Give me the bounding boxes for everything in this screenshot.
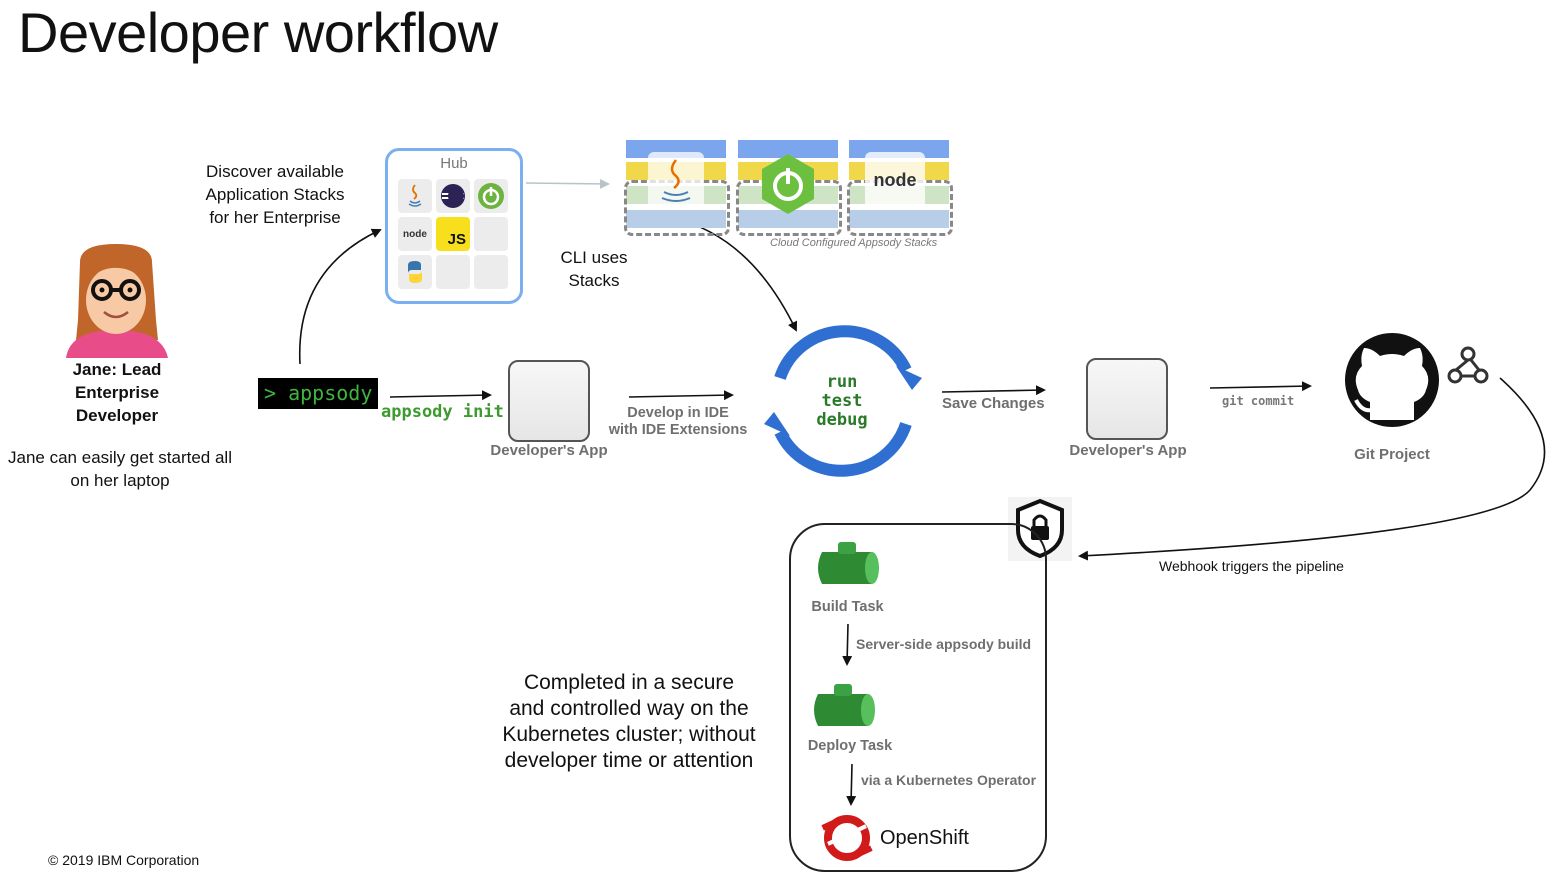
java-icon (661, 159, 691, 202)
node-stack[interactable]: node (847, 140, 953, 236)
node-icon[interactable]: node (398, 217, 432, 251)
cli-line: CLI uses (560, 248, 628, 267)
developer-app-label-2: Developer's App (1069, 442, 1187, 459)
webhook-icon (1447, 346, 1489, 384)
hub-empty-slot (474, 255, 508, 289)
git-project-label: Git Project (1354, 446, 1430, 463)
persona-desc-line: on her laptop (70, 471, 170, 490)
completed-text: Completed in a secure and controlled way… (486, 670, 772, 774)
git-commit-label: git commit (1222, 394, 1295, 408)
webhook-label: Webhook triggers the pipeline (1159, 558, 1344, 574)
pipe-icon (814, 684, 875, 726)
cycle-word: test (821, 391, 863, 411)
stacks-caption: Cloud Configured Appsody Stacks (770, 237, 938, 249)
via-operator-label: via a Kubernetes Operator (861, 772, 1037, 788)
node-icon: node (865, 152, 925, 208)
hub-panel[interactable]: Hub node JS (385, 148, 523, 304)
developer-app-box[interactable] (508, 360, 590, 442)
js-icon[interactable]: JS (436, 217, 470, 251)
cycle-word: debug (816, 410, 868, 430)
terminal-command[interactable]: > appsody (258, 378, 378, 409)
persona-name-line: Developer (75, 406, 159, 425)
run-test-debug: run test debug (800, 373, 884, 430)
spring-icon[interactable] (474, 179, 508, 213)
developer-app-label: Developer's App (490, 442, 608, 459)
page-title: Developer workflow (18, 1, 498, 64)
pipe-icon (818, 542, 879, 584)
eclipse-icon[interactable] (436, 179, 470, 213)
persona-name: Jane: Lead Enterprise Developer (40, 358, 194, 427)
persona-name-line: Enterprise (74, 383, 160, 402)
cli-line: Stacks (568, 271, 620, 290)
js-label: JS (447, 231, 466, 248)
completed-line: and controlled way on the (509, 697, 749, 720)
pipeline-box (789, 523, 1047, 872)
cycle-icon (764, 325, 922, 477)
openshift-icon (821, 815, 873, 861)
deploy-task-label: Deploy Task (807, 738, 893, 754)
hub-title: Hub (440, 155, 468, 172)
completed-line: developer time or attention (504, 749, 754, 772)
cli-uses-stacks: CLI uses Stacks (548, 246, 640, 292)
spring-stack[interactable] (736, 140, 842, 236)
develop-in-ide-label: Develop in IDE with IDE Extensions (600, 405, 756, 439)
copyright: © 2019 IBM Corporation (48, 852, 200, 868)
jane-avatar-icon (66, 244, 168, 358)
persona-name-line: Jane: Lead (72, 360, 162, 379)
node-label: node (873, 170, 917, 190)
appsody-init-label: appsody init (381, 402, 504, 422)
node-label: node (403, 228, 427, 240)
server-build-label: Server-side appsody build (856, 636, 1032, 652)
openshift-label: OpenShift (880, 827, 969, 849)
develop-ide-line: with IDE Extensions (608, 422, 748, 438)
build-task-label: Build Task (811, 599, 884, 615)
developer-app-box-2[interactable] (1086, 358, 1168, 440)
java-icon[interactable] (398, 179, 432, 213)
persona-desc-line: Jane can easily get started all (8, 448, 232, 467)
cycle-word: run (826, 372, 858, 392)
completed-line: Completed in a secure (523, 671, 735, 694)
hub-empty-slot (474, 217, 508, 251)
discover-line: Application Stacks (205, 185, 345, 204)
hub-empty-slot (436, 255, 470, 289)
develop-ide-line: Develop in IDE (627, 405, 729, 421)
persona-description: Jane can easily get started all on her l… (0, 446, 240, 492)
github-icon (1345, 333, 1439, 427)
save-changes-label: Save Changes (942, 395, 1045, 412)
discover-line: Discover available (206, 162, 344, 181)
discover-line: for her Enterprise (209, 208, 341, 227)
python-icon[interactable] (398, 255, 432, 289)
java-stack[interactable] (624, 140, 730, 236)
completed-line: Kubernetes cluster; without (502, 723, 756, 746)
discover-text: Discover available Application Stacks fo… (190, 160, 360, 229)
spring-icon (762, 154, 814, 214)
